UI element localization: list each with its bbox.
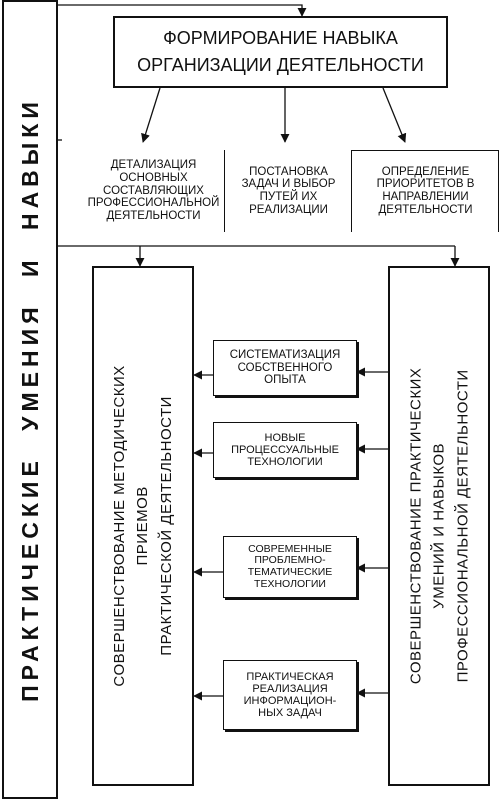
left-band-label: ПРАКТИЧЕСКИЕ УМЕНИЯ И НАВЫКИ [16, 97, 43, 702]
left-column-box [92, 266, 194, 786]
center-box-2-text: НОВЫЕ ПРОЦЕССУАЛЬНЫЕ ТЕХНОЛОГИИ [231, 431, 339, 469]
left-column-label-wrap: СОВЕРШЕНСТВОВАНИЕ МЕТОДИЧЕСКИХ ПРИЕМОВ П… [92, 266, 194, 786]
top-box [113, 16, 448, 88]
row-box-3-text: ОПРЕДЕЛЕНИЕ ПРИОРИТЕТОВ В НАПРАВЛЕНИИ ДЕ… [376, 165, 475, 216]
center-box-3-text: СОВРЕМЕННЫЕ ПРОБЛЕМНО-ТЕМАТИЧЕСКИЕ ТЕХНО… [247, 542, 333, 590]
right-column-label-wrap: СОВЕРШЕНСТВОВАНИЕ ПРАКТИЧЕСКИХ УМЕНИЙ И … [388, 266, 490, 786]
center-box-4-text: ПРАКТИЧЕСКАЯ РЕАЛИЗАЦИЯ ИНФОРМАЦИОН-НЫХ … [243, 670, 337, 720]
row-box-2 [225, 150, 352, 232]
top-box-text: ФОРМИРОВАНИЕ НАВЫКА ОРГАНИЗАЦИИ ДЕЯТЕЛЬН… [113, 16, 448, 88]
row-box-1-text: ДЕТАЛИЗАЦИЯ ОСНОВНЫХ СОСТАВЛЯЮЩИХ ПРОФЕС… [87, 159, 220, 222]
left-band-box [2, 0, 58, 799]
center-box-3 [223, 536, 357, 598]
center-box-1 [213, 340, 357, 396]
left-band-label-wrap: ПРАКТИЧЕСКИЕ УМЕНИЯ И НАВЫКИ [2, 0, 58, 799]
top-box-line2: ОРГАНИЗАЦИИ ДЕЯТЕЛЬНОСТИ [137, 54, 424, 75]
row-box-2-text: ПОСТАНОВКА ЗАДАЧ И ВЫБОР ПУТЕЙ ИХ РЕАЛИЗ… [241, 165, 336, 216]
center-box-4 [223, 660, 357, 730]
arrow-top-feed [58, 4, 307, 17]
right-column-label: СОВЕРШЕНСТВОВАНИЕ ПРАКТИЧЕСКИХ УМЕНИЙ И … [407, 367, 471, 685]
top-box-line1: ФОРМИРОВАНИЕ НАВЫКА [163, 27, 398, 48]
row-box-1 [62, 150, 225, 232]
arrow-to-row-box-1 [141, 87, 161, 143]
arrow-to-row-box-3 [382, 87, 407, 143]
right-column-box [388, 266, 490, 786]
center-box-2 [213, 422, 357, 478]
left-column-label: СОВЕРШЕНСТВОВАНИЕ МЕТОДИЧЕСКИХ ПРИЕМОВ П… [111, 365, 175, 687]
center-box-1-text: СИСТЕМАТИЗАЦИЯ СОБСТВЕННОГО ОПЫТА [229, 349, 341, 387]
